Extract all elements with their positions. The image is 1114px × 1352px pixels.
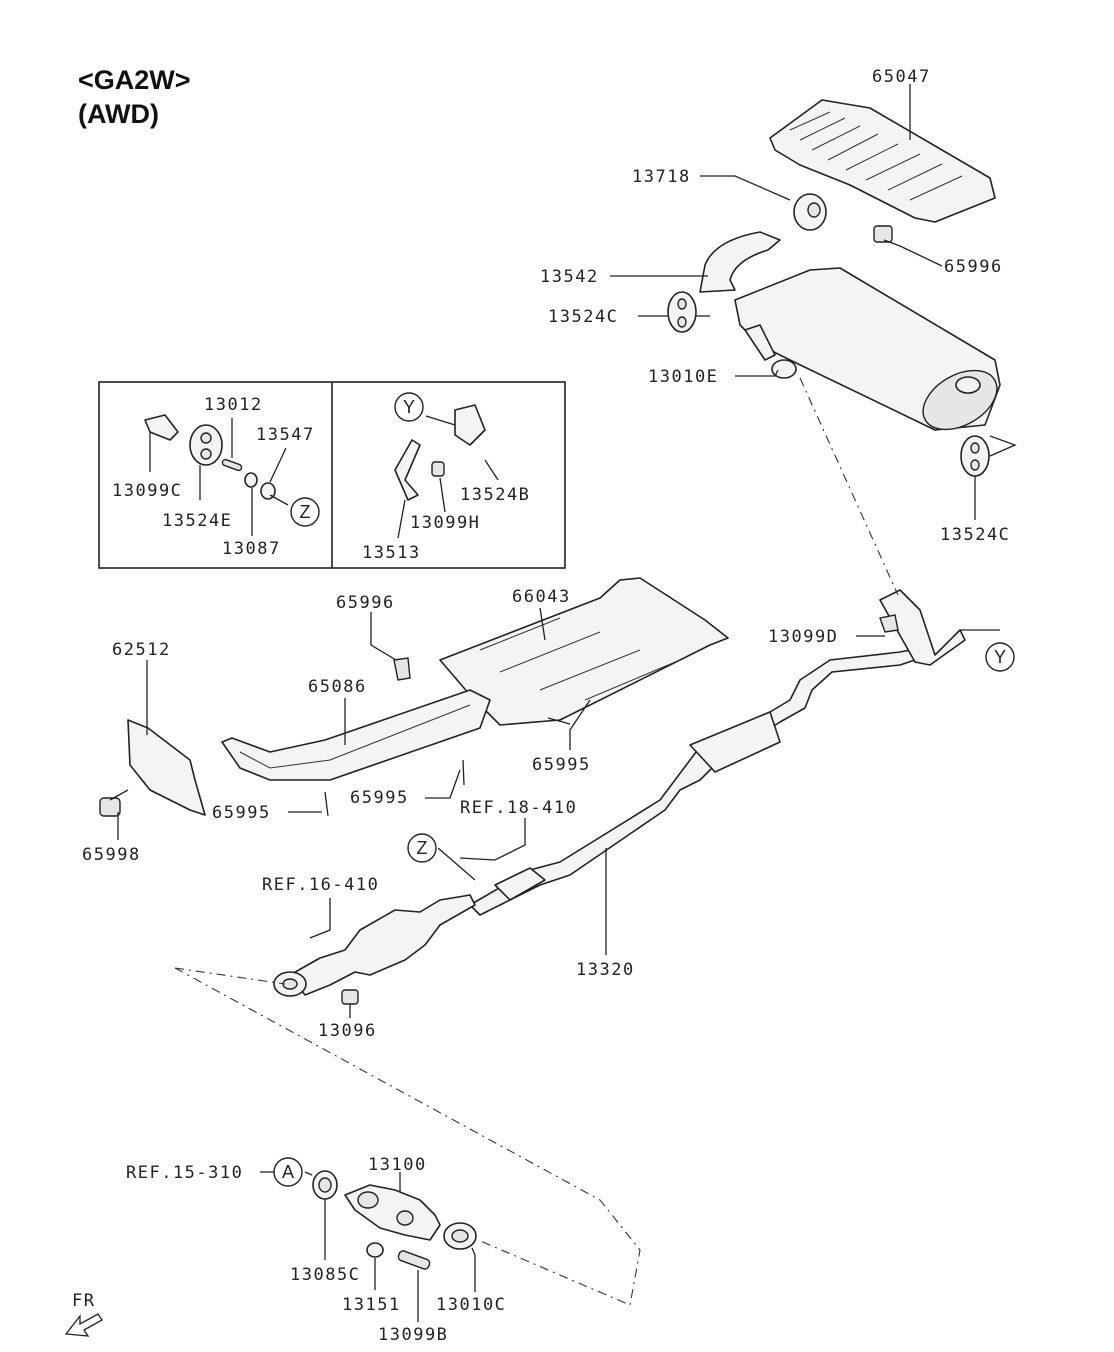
drive-type: (AWD) bbox=[78, 99, 159, 129]
label-13524b: 13524B bbox=[460, 485, 530, 505]
catalytic-converter[interactable] bbox=[273, 867, 546, 1005]
gasket-13010c[interactable] bbox=[443, 1222, 477, 1250]
connection-lines bbox=[174, 377, 899, 1306]
label-13087: 13087 bbox=[222, 539, 281, 559]
callout-z-inset: Z bbox=[290, 497, 320, 527]
label-65047: 65047 bbox=[872, 67, 931, 87]
clip-65996-mid[interactable] bbox=[393, 657, 411, 681]
label-13010e: 13010E bbox=[648, 367, 718, 387]
nut-13151[interactable] bbox=[366, 1242, 384, 1258]
hanger-13524c-top[interactable] bbox=[667, 291, 697, 333]
label-ref-18-410: REF.18-410 bbox=[460, 798, 577, 818]
model-code: <GA2W> bbox=[78, 65, 191, 95]
label-65995-b: 65995 bbox=[350, 788, 409, 808]
label-ref-15-310: REF.15-310 bbox=[126, 1163, 243, 1183]
heat-shield-front-65086[interactable] bbox=[221, 689, 491, 781]
label-65086: 65086 bbox=[308, 677, 367, 697]
label-65996-top: 65996 bbox=[944, 257, 1003, 277]
exhaust-manifold-13100[interactable] bbox=[344, 1184, 441, 1241]
callout-a-manifold: A bbox=[273, 1157, 303, 1187]
heat-shield-62512[interactable] bbox=[127, 719, 206, 816]
label-13547: 13547 bbox=[256, 425, 315, 445]
part-labels: 65047 13718 65996 13542 13524C 13010E 13… bbox=[82, 67, 1010, 1345]
label-62512: 62512 bbox=[112, 640, 171, 660]
svg-text:Z: Z bbox=[300, 502, 311, 522]
bolt-65998[interactable] bbox=[99, 789, 129, 817]
label-65996-mid: 65996 bbox=[336, 593, 395, 613]
inset-hanger-parts[interactable] bbox=[144, 404, 486, 501]
bolts-65995[interactable] bbox=[324, 717, 571, 817]
front-arrow-icon bbox=[64, 1313, 103, 1337]
label-13085c: 13085C bbox=[290, 1265, 360, 1285]
label-13100: 13100 bbox=[368, 1155, 427, 1175]
label-13099d: 13099D bbox=[768, 627, 838, 647]
front-pipe-13320[interactable] bbox=[469, 589, 966, 916]
main-muffler-13542[interactable] bbox=[699, 231, 1007, 442]
svg-text:Y: Y bbox=[994, 647, 1006, 667]
label-13096: 13096 bbox=[318, 1021, 377, 1041]
callout-z-pipe: Z bbox=[407, 833, 437, 863]
gasket-13010e[interactable] bbox=[771, 359, 797, 379]
stud-13099b[interactable] bbox=[397, 1250, 431, 1270]
callout-y-pipe: Y bbox=[985, 642, 1015, 672]
label-65998: 65998 bbox=[82, 845, 141, 865]
hanger-13718[interactable] bbox=[793, 193, 827, 231]
svg-text:Y: Y bbox=[403, 397, 415, 417]
label-ref-16-410: REF.16-410 bbox=[262, 875, 379, 895]
label-13099b: 13099B bbox=[378, 1325, 448, 1345]
front-direction-marker: FR bbox=[64, 1291, 103, 1337]
label-13524c-top: 13524C bbox=[548, 307, 618, 327]
label-13099h: 13099H bbox=[410, 513, 480, 533]
leader-lines bbox=[117, 84, 1017, 1322]
label-13320: 13320 bbox=[576, 960, 635, 980]
label-13010c: 13010C bbox=[436, 1295, 506, 1315]
svg-text:FR: FR bbox=[72, 1291, 95, 1311]
label-66043: 66043 bbox=[512, 587, 571, 607]
label-13524c-right: 13524C bbox=[940, 525, 1010, 545]
label-65995-c: 65995 bbox=[532, 755, 591, 775]
gasket-13085c[interactable] bbox=[312, 1170, 338, 1200]
label-13151: 13151 bbox=[342, 1295, 401, 1315]
label-13542: 13542 bbox=[540, 267, 599, 287]
label-13012: 13012 bbox=[204, 395, 263, 415]
label-65995-a: 65995 bbox=[212, 803, 271, 823]
heat-shield-center-66043[interactable] bbox=[439, 577, 729, 726]
callout-y-inset: Y bbox=[394, 392, 424, 422]
label-13718: 13718 bbox=[632, 167, 691, 187]
svg-text:A: A bbox=[282, 1162, 294, 1182]
label-13524e: 13524E bbox=[162, 511, 232, 531]
hanger-13524c-right[interactable] bbox=[960, 435, 990, 477]
label-13513: 13513 bbox=[362, 543, 421, 563]
svg-text:Z: Z bbox=[417, 838, 428, 858]
clip-65996-top[interactable] bbox=[873, 225, 893, 243]
label-13099c: 13099C bbox=[112, 481, 182, 501]
inset-detail-box bbox=[98, 381, 566, 569]
heat-shield-rear[interactable] bbox=[769, 99, 996, 223]
